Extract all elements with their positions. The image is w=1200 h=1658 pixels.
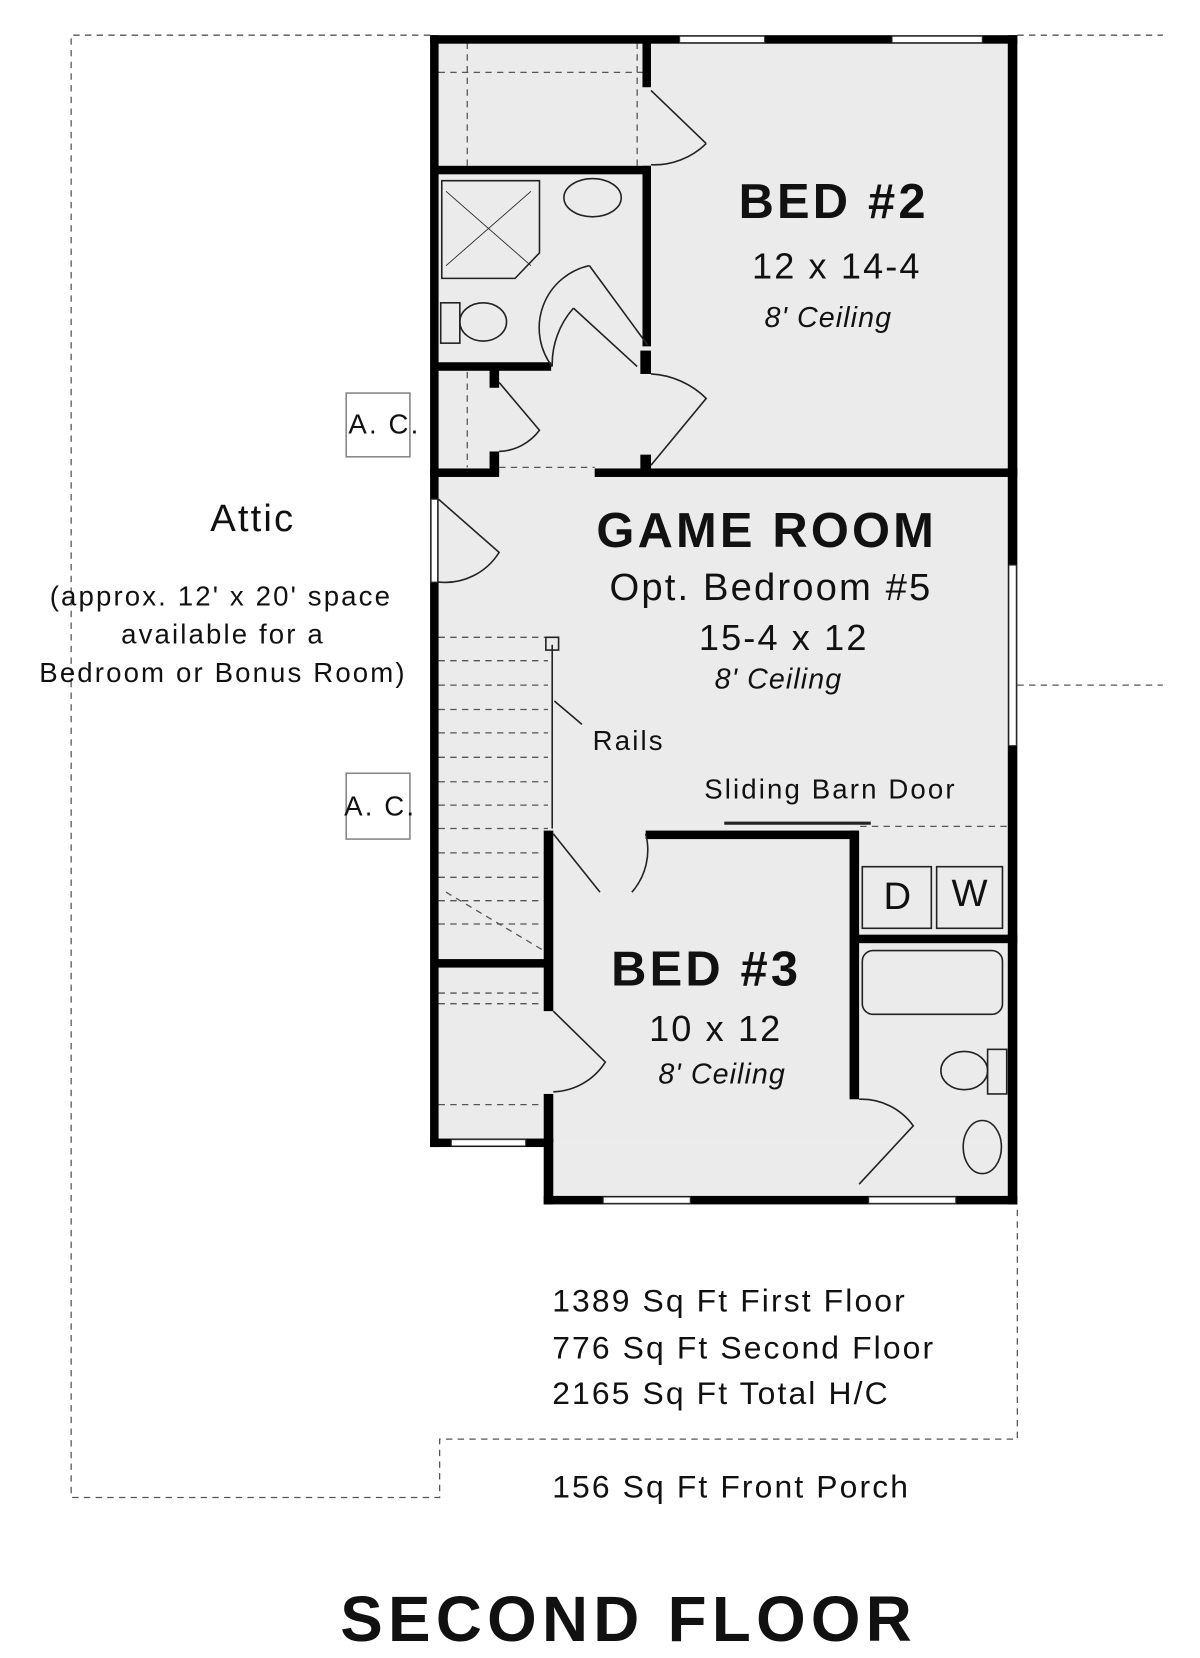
game-room-size: 15-4 x 12 xyxy=(699,617,869,658)
ac-label: A. C. xyxy=(344,791,416,822)
attic-note-line: (approx. 12' x 20' space xyxy=(50,580,392,611)
area-line: 2165 Sq Ft Total H/C xyxy=(552,1375,889,1411)
bed2-name: BED #2 xyxy=(739,175,929,229)
bed3-name: BED #3 xyxy=(611,943,801,997)
bathtub-icon xyxy=(861,949,1004,1016)
attic-note-line: available for a xyxy=(121,619,325,650)
area-line: 1389 Sq Ft First Floor xyxy=(552,1283,907,1319)
windows xyxy=(430,35,1017,1204)
game-room-name: GAME ROOM xyxy=(596,504,937,558)
sink-icon xyxy=(962,1119,1003,1175)
sink-icon xyxy=(563,177,623,218)
floor-fill xyxy=(430,39,1015,1211)
game-room-ceiling: 8' Ceiling xyxy=(715,663,843,695)
barn-door-label: Sliding Barn Door xyxy=(704,774,957,805)
bed3-ceiling: 8' Ceiling xyxy=(658,1058,786,1090)
bed2-ceiling: 8' Ceiling xyxy=(765,302,893,334)
rails-label: Rails xyxy=(593,725,665,756)
fixtures xyxy=(345,177,1008,1175)
attic-outline xyxy=(70,34,1163,1499)
area-line: 776 Sq Ft Second Floor xyxy=(552,1329,935,1365)
page-title: SECOND FLOOR xyxy=(340,1583,917,1655)
attic-note-line: Bedroom or Bonus Room) xyxy=(39,657,406,688)
doors xyxy=(438,89,915,1185)
game-room-alt: Opt. Bedroom #5 xyxy=(610,566,933,609)
bed2-size: 12 x 14-4 xyxy=(752,245,922,286)
porch-area: 156 Sq Ft Front Porch xyxy=(552,1468,910,1504)
attic-name: Attic xyxy=(210,497,295,540)
washer-box xyxy=(935,865,1004,930)
ac-label: A. C. xyxy=(348,408,420,439)
washer-label: W xyxy=(952,872,988,915)
dryer-box xyxy=(861,865,933,930)
staircase xyxy=(438,42,1007,1106)
dryer-label: D xyxy=(884,875,912,918)
bed3-size: 10 x 12 xyxy=(649,1008,782,1049)
